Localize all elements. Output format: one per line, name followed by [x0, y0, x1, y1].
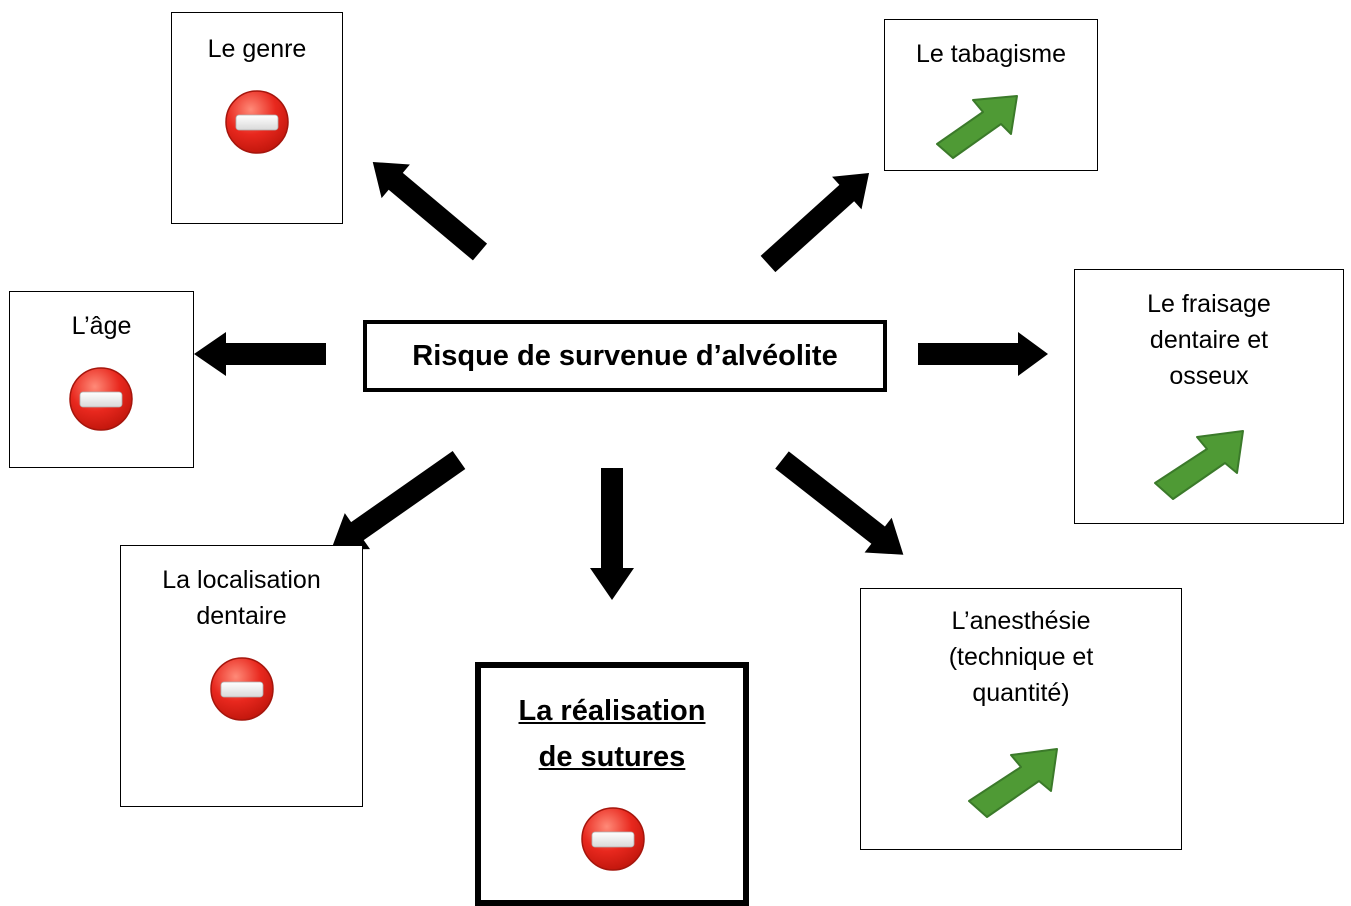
- green-up-arrow-icon: [936, 95, 1018, 159]
- no-entry-icon: [210, 657, 274, 721]
- green-up-arrow-icon: [968, 748, 1058, 818]
- central-risk-label: Risque de survenue d’alvéolite: [412, 339, 838, 372]
- arrow-to-anesthesie: [775, 451, 904, 555]
- factor-label-sutures: La réalisation de sutures: [518, 695, 706, 773]
- no-entry-icon: [225, 90, 289, 154]
- factor-label-genre: Le genre: [207, 35, 307, 63]
- arrow-to-sutures: [590, 468, 634, 600]
- factor-label-localisation: La localisation dentaire: [162, 566, 321, 630]
- no-entry-icon: [581, 807, 645, 871]
- factor-box-fraisage: Le fraisage dentaire et osseux: [1074, 269, 1344, 524]
- arrow-to-genre: [372, 162, 488, 261]
- arrow-to-fraisage: [918, 332, 1048, 376]
- factor-label-fraisage: Le fraisage dentaire et osseux: [1147, 290, 1271, 390]
- factor-label-tabagisme: Le tabagisme: [915, 40, 1067, 68]
- factor-box-age: L’âge: [9, 291, 194, 468]
- arrow-to-age: [194, 332, 326, 376]
- factor-label-age: L’âge: [71, 312, 132, 340]
- factor-box-genre: Le genre: [171, 12, 343, 224]
- arrow-to-tabagisme: [760, 172, 870, 273]
- factor-box-sutures: La réalisation de sutures: [475, 662, 749, 906]
- no-entry-icon: [69, 367, 133, 431]
- factor-box-localisation: La localisation dentaire: [120, 545, 363, 807]
- factor-box-tabagisme: Le tabagisme: [884, 19, 1098, 171]
- factor-label-anesthesie: L’anesthésie (technique et quantité): [948, 607, 1094, 707]
- arrow-to-localisation: [331, 450, 466, 550]
- central-risk-box: Risque de survenue d’alvéolite: [363, 320, 887, 392]
- green-up-arrow-icon: [1154, 430, 1244, 500]
- factor-box-anesthesie: L’anesthésie (technique et quantité): [860, 588, 1182, 850]
